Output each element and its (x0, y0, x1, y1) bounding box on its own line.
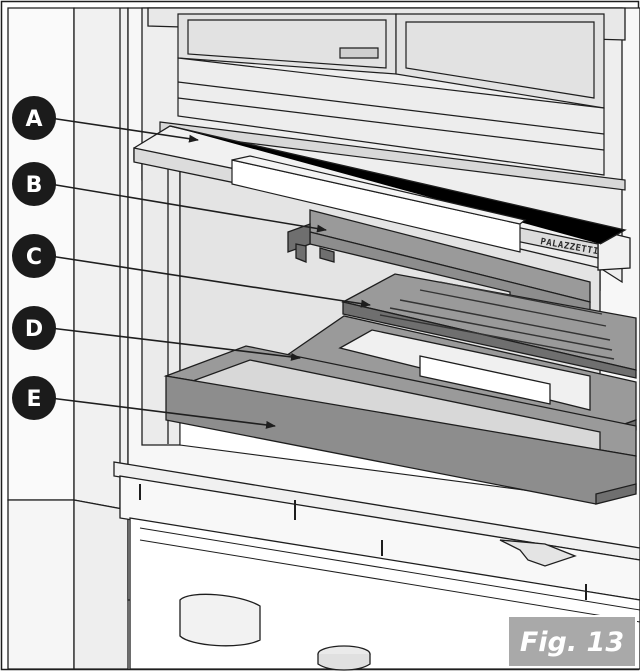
callout-e: E (12, 376, 56, 420)
caption-text: Fig. 13 (520, 627, 624, 658)
leader-arrow-e (49, 397, 276, 429)
callout-a-circle (12, 96, 56, 140)
callout-a: A (12, 96, 56, 140)
callout-e-letter: E (26, 387, 41, 412)
callout-c-circle (12, 234, 56, 278)
white-rail (231, 155, 527, 253)
door-glass-assembly (159, 13, 626, 191)
part-e-bottom-frame (163, 345, 637, 505)
callout-b: B (12, 162, 56, 206)
part-c-grate (341, 273, 637, 379)
callout-d-circle (12, 306, 56, 350)
leader-arrow-c (49, 255, 371, 308)
caption-box (507, 615, 637, 668)
figure-caption: Fig. 13 (507, 615, 637, 668)
callout-a-letter: A (25, 107, 42, 132)
leader-arrow-b (49, 183, 327, 233)
callout-badges: A B C D E (12, 96, 56, 420)
callout-c-letter: C (26, 245, 42, 270)
callout-d: D (12, 306, 56, 350)
callout-e-circle (12, 376, 56, 420)
callout-b-letter: B (26, 173, 43, 198)
callout-d-letter: D (25, 317, 43, 342)
leader-arrow-d (49, 327, 301, 361)
callout-c: C (12, 234, 56, 278)
callout-leaders (49, 117, 371, 429)
leader-arrow-a (49, 117, 199, 143)
callout-b-circle (12, 162, 56, 206)
